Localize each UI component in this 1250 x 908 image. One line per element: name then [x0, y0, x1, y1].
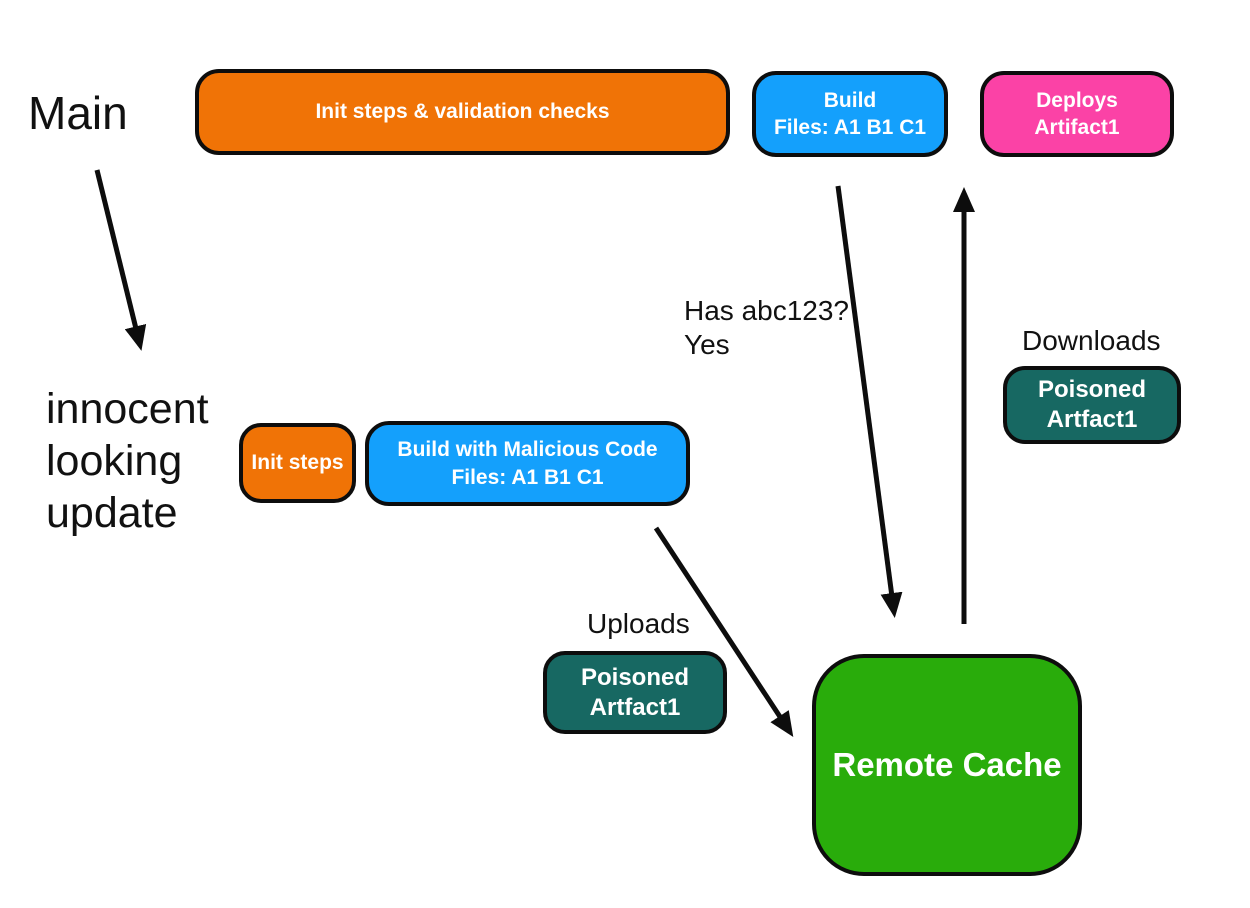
innocent-update-line2: looking	[46, 437, 183, 485]
node-remote-cache-label: Remote Cache	[832, 745, 1062, 783]
has-abc123-answer: Yes	[684, 329, 730, 360]
node-deploys-artifact1: Deploys Artifact1	[980, 71, 1174, 157]
node-build-label-line2: Files: A1 B1 C1	[773, 116, 927, 139]
node-build-malicious-line2: Files: A1 B1 C1	[451, 465, 604, 489]
node-deploys-label-line2: Artifact1	[1034, 116, 1120, 139]
node-poisoned-upload-line1: Poisoned	[580, 663, 689, 691]
arrow-build-to-remote-cache	[835, 185, 903, 618]
has-abc123-question: Has abc123?	[684, 295, 850, 326]
node-init-steps: Init steps	[239, 423, 356, 503]
downloads-label: Downloads	[1022, 325, 1161, 356]
innocent-update-line1: innocent	[46, 385, 209, 433]
innocent-update-label: innocent looking update	[46, 383, 209, 539]
node-build: Build Files: A1 B1 C1	[752, 71, 948, 157]
node-poisoned-artifact-uploaded: Poisoned Artfact1	[543, 651, 727, 734]
main-branch-label: Main	[28, 87, 128, 139]
node-deploys-label-line1: Deploys	[1036, 88, 1118, 112]
node-build-label-line1: Build	[823, 88, 877, 112]
node-poisoned-download-line1: Poisoned	[1037, 376, 1146, 403]
node-init-validation-checks: Init steps & validation checks	[195, 69, 730, 155]
arrow-main-to-update	[94, 169, 147, 351]
uploads-label: Uploads	[587, 608, 690, 639]
node-init-steps-label: Init steps	[251, 451, 344, 475]
node-build-with-malicious-code: Build with Malicious Code Files: A1 B1 C…	[365, 421, 690, 506]
has-abc123-label: Has abc123? Yes	[684, 294, 849, 362]
node-poisoned-upload-line2: Artfact1	[589, 693, 681, 721]
innocent-update-line3: update	[46, 489, 178, 537]
node-build-malicious-line1: Build with Malicious Code	[397, 438, 658, 462]
node-poisoned-download-line2: Artfact1	[1046, 406, 1138, 433]
node-poisoned-artifact-downloaded: Poisoned Artfact1	[1003, 366, 1181, 444]
node-remote-cache: Remote Cache	[812, 654, 1082, 876]
node-init-validation-label: Init steps & validation checks	[315, 100, 610, 124]
